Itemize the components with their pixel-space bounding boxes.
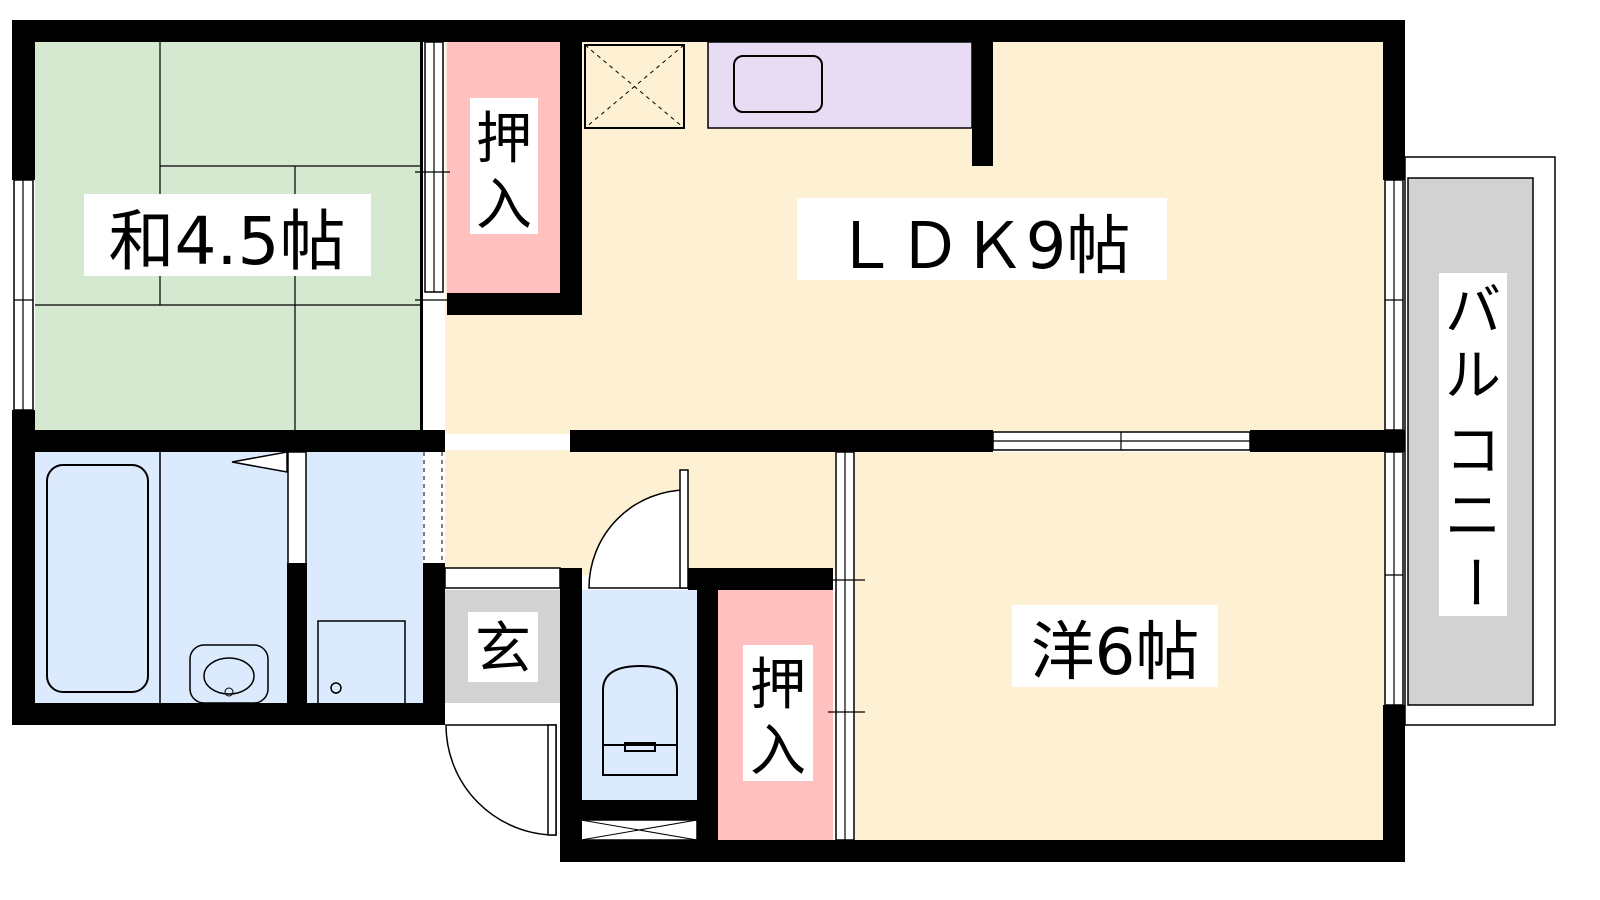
storage-box-icon <box>580 819 698 841</box>
oshiire-top-label-2: 入 <box>476 173 532 238</box>
oshiire-bottom-label-2: 入 <box>750 719 806 784</box>
window-ticks <box>14 42 1403 840</box>
walls <box>12 20 1405 862</box>
balcony-char: バ <box>1445 279 1501 344</box>
stove-icon <box>733 55 823 113</box>
balcony-label: バ ル コ ニ ー <box>1441 279 1506 610</box>
balcony-char: ー <box>1441 554 1506 610</box>
oshiire-bottom-label-1: 押 <box>750 653 806 718</box>
refrigerator-space-icon <box>584 44 685 129</box>
tatami-lines <box>35 42 423 432</box>
balcony-char: コ <box>1445 419 1501 484</box>
genkan-label: 玄 <box>475 617 531 682</box>
youshitsu-label: 洋6帖 <box>1031 616 1200 690</box>
oshiire-top-label-1: 押 <box>476 107 532 172</box>
bath-floor <box>35 452 423 704</box>
balcony-char: ニ <box>1445 484 1501 549</box>
toilet-door-icon[interactable] <box>588 469 689 589</box>
mirror-icon <box>231 451 288 473</box>
bathtub-icon <box>46 464 149 693</box>
entrance-door-icon[interactable] <box>445 724 557 836</box>
toilet-icon <box>602 664 678 776</box>
kitchen-counter <box>707 41 973 129</box>
balcony-char: ル <box>1445 344 1501 409</box>
washitsu-label: 和4.5帖 <box>109 203 346 280</box>
ldk-label: ＬＤＫ9帖 <box>834 210 1131 284</box>
toilet-floor <box>581 590 697 802</box>
